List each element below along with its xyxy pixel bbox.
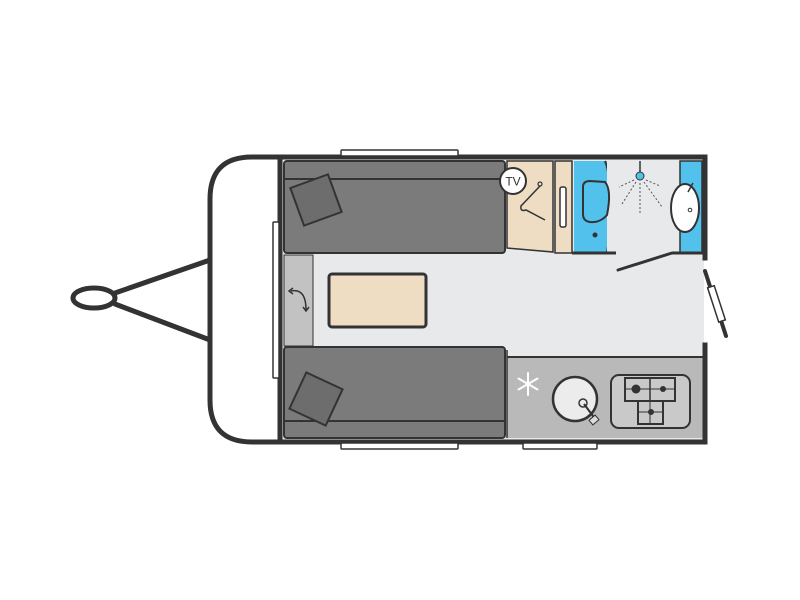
seat-bottom — [283, 346, 506, 439]
snowflake-icon — [517, 372, 539, 396]
hitch-icon — [70, 257, 213, 343]
window-bottom-right — [522, 442, 598, 450]
rotate-arrow-icon — [290, 289, 307, 311]
washroom — [572, 160, 703, 272]
walls — [277, 154, 708, 445]
pillow-icon — [289, 173, 343, 227]
shower-icon — [618, 161, 663, 215]
hanger-icon — [520, 185, 546, 221]
wardrobe: TV — [499, 160, 573, 254]
sink-icon — [551, 375, 600, 426]
seat-top — [283, 160, 506, 254]
tv-icon — [499, 167, 527, 195]
washroom-door[interactable] — [616, 251, 674, 272]
window-front — [272, 221, 280, 379]
window-bottom-left — [340, 442, 459, 450]
front-nose — [207, 154, 280, 445]
door-icon[interactable] — [703, 269, 728, 338]
kitchen — [506, 350, 703, 438]
pillow-icon — [288, 371, 344, 427]
window-top — [340, 149, 459, 157]
hob-icon — [610, 374, 691, 429]
toilet-icon — [582, 179, 611, 224]
basin-icon — [670, 183, 700, 233]
front-bench — [283, 254, 314, 347]
table — [327, 272, 428, 329]
tv-label: TV — [505, 175, 520, 189]
cupboard-handle — [559, 186, 567, 228]
